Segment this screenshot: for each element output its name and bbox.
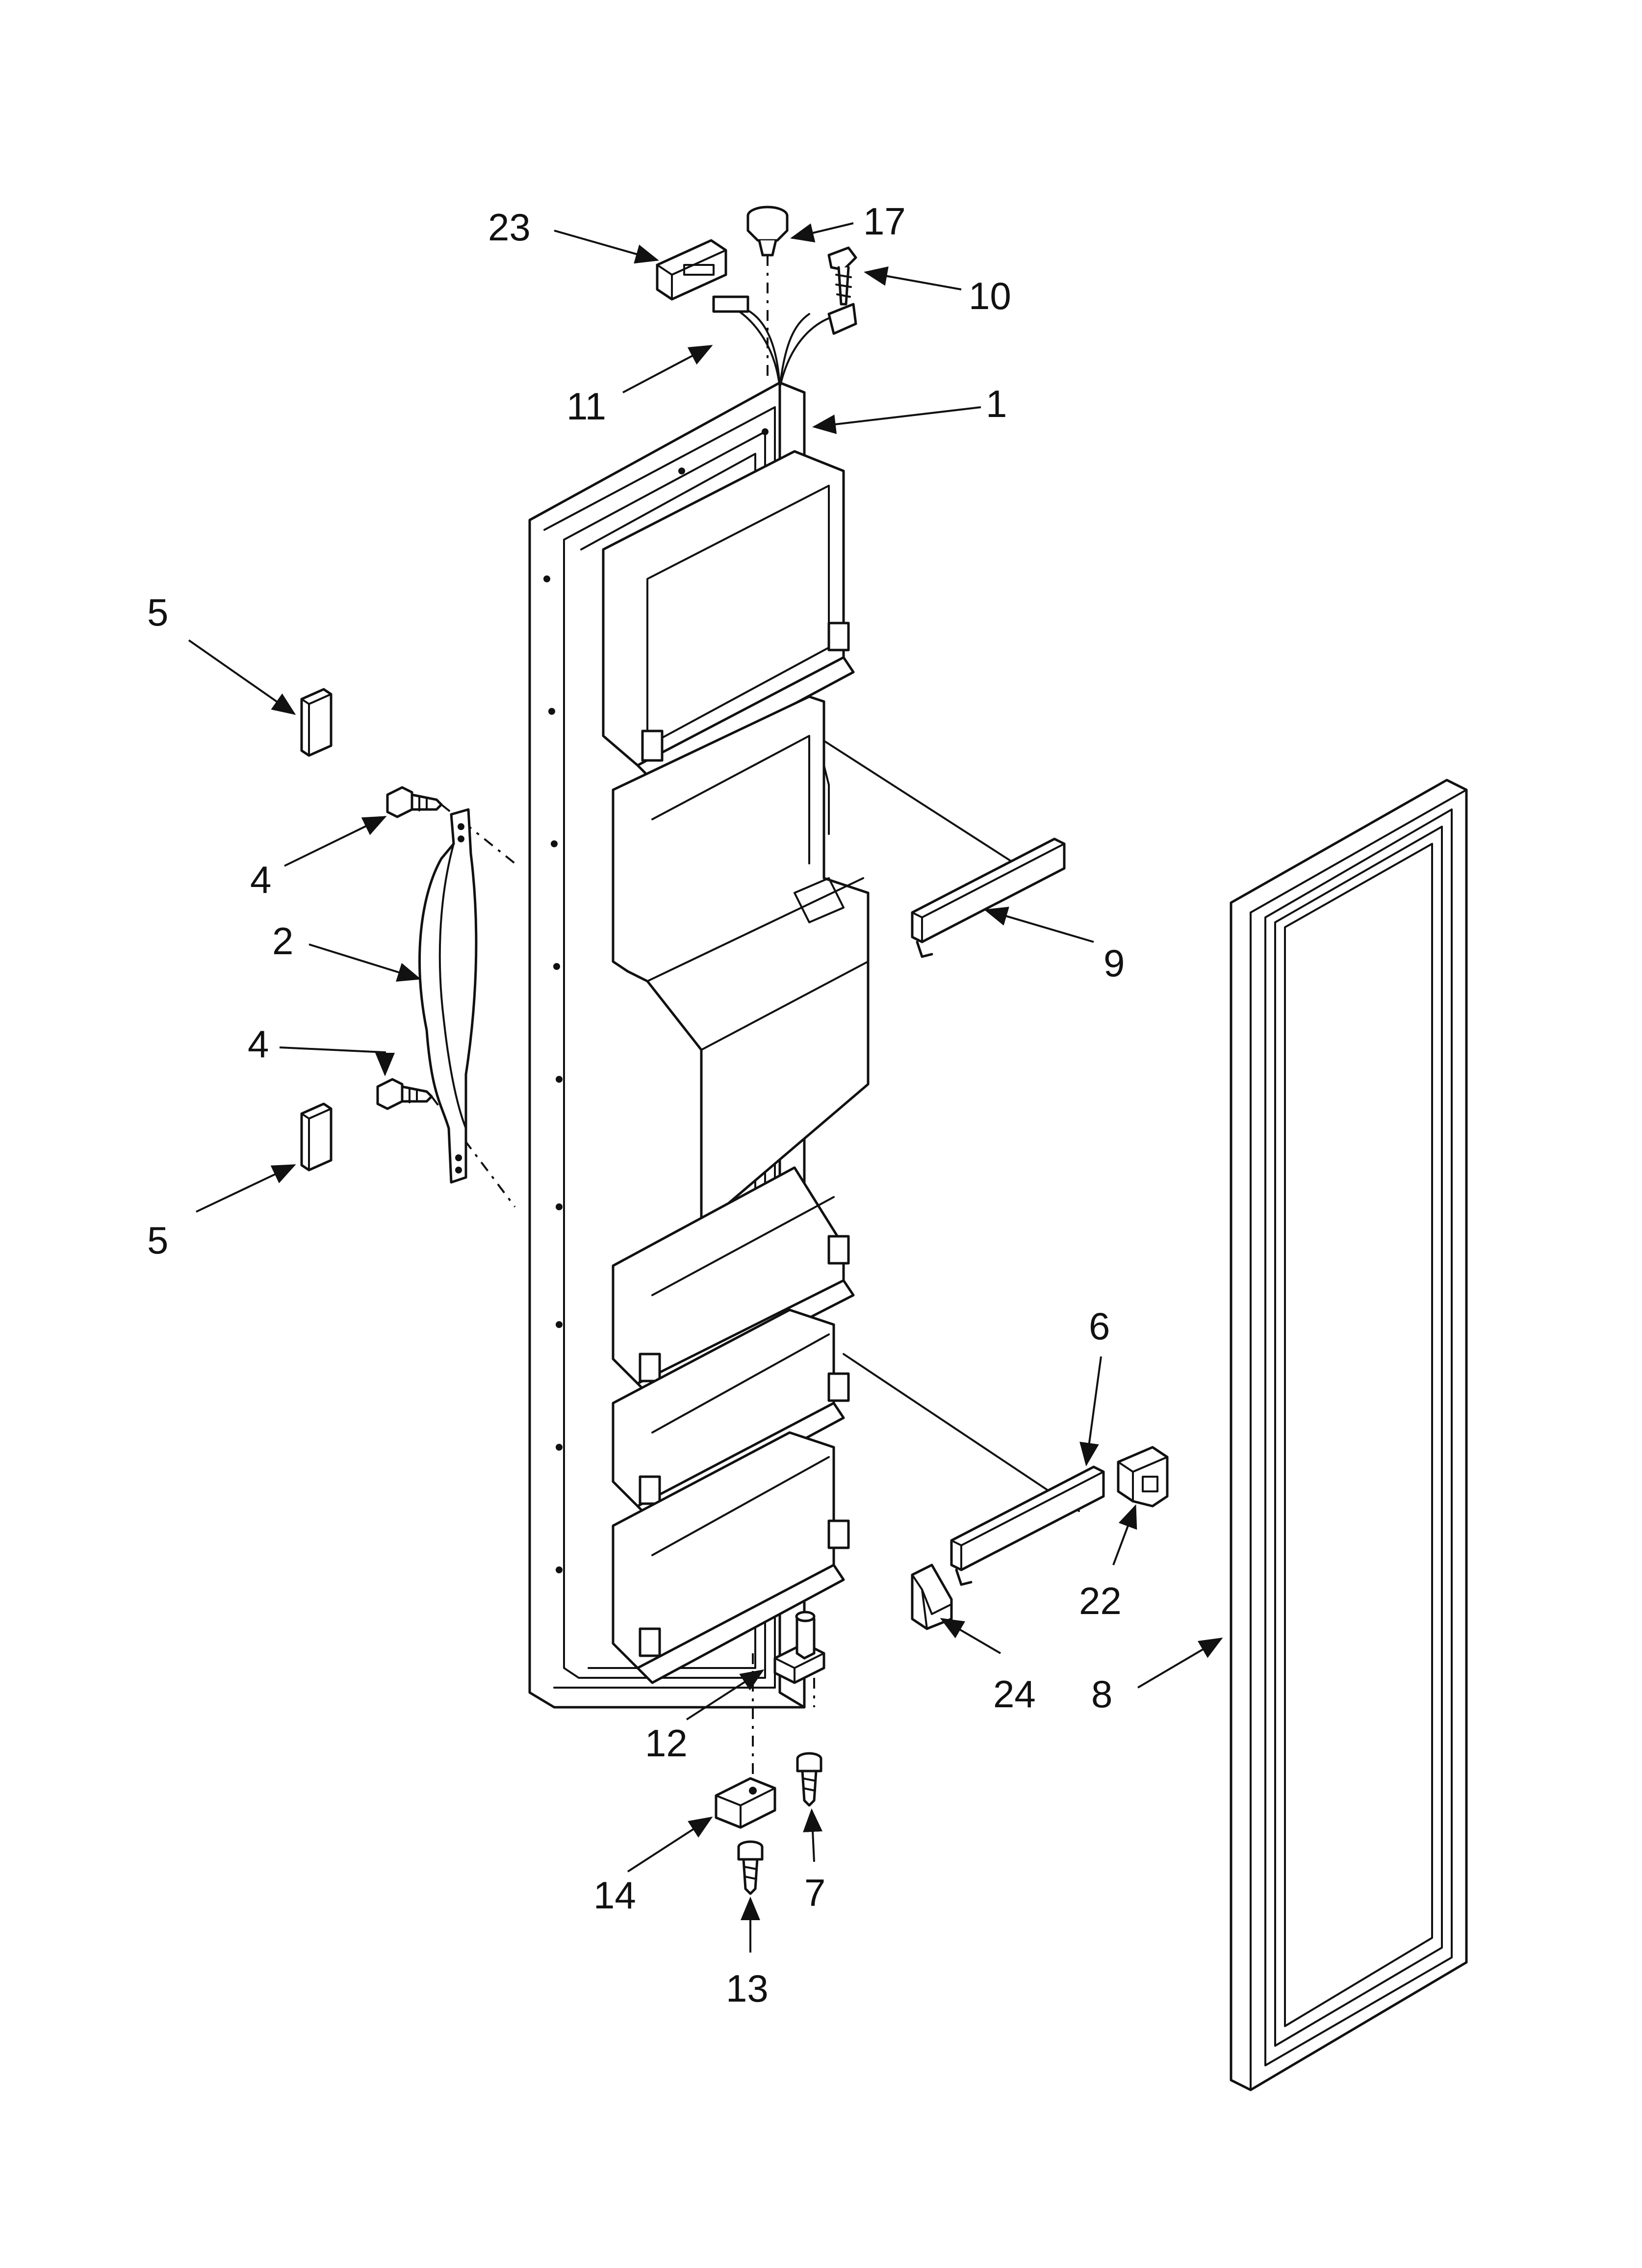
callout-2: 2 bbox=[272, 919, 293, 963]
part-2-handle bbox=[418, 808, 478, 1184]
callout-12: 12 bbox=[645, 1721, 688, 1765]
callout-5-lower: 5 bbox=[147, 1219, 168, 1262]
callout-11: 11 bbox=[566, 385, 606, 428]
callout-23: 23 bbox=[488, 206, 531, 249]
callout-14: 14 bbox=[593, 1874, 636, 1917]
callout-7: 7 bbox=[804, 1871, 825, 1914]
part-6-rail bbox=[950, 1465, 1105, 1586]
part-4-screw-upper bbox=[386, 786, 516, 864]
callout-17: 17 bbox=[863, 200, 906, 243]
callout-1: 1 bbox=[986, 382, 1007, 425]
callout-13: 13 bbox=[726, 1967, 769, 2010]
part-5-clip-upper bbox=[300, 688, 333, 757]
part-22-bracket bbox=[1117, 1446, 1169, 1508]
callout-5-upper: 5 bbox=[147, 591, 168, 634]
callout-8: 8 bbox=[1091, 1672, 1112, 1716]
part-12-hinge bbox=[773, 1611, 825, 1707]
callout-4-upper: 4 bbox=[250, 858, 271, 901]
part-14-hinge-block bbox=[715, 1777, 776, 1829]
part-10-screw bbox=[827, 246, 857, 335]
callout-6: 6 bbox=[1089, 1304, 1110, 1348]
leader-lines bbox=[188, 222, 1223, 1953]
callout-9: 9 bbox=[1103, 941, 1125, 985]
door-assembly bbox=[528, 295, 870, 1709]
callout-22: 22 bbox=[1079, 1579, 1122, 1622]
part-23-connector bbox=[656, 239, 727, 301]
part-9-rail bbox=[911, 837, 1066, 958]
part-13-screw bbox=[737, 1840, 764, 1895]
part-24-bracket bbox=[911, 1564, 953, 1630]
part-8-gasket bbox=[1230, 779, 1468, 2091]
door-holes bbox=[543, 428, 769, 1573]
part-17-switch bbox=[746, 206, 789, 383]
part-5-clip-lower bbox=[300, 1102, 333, 1172]
part-4-screw-lower bbox=[376, 1078, 516, 1208]
callout-24: 24 bbox=[993, 1672, 1036, 1716]
callout-labels: 23 17 10 11 1 5 4 2 9 4 5 6 22 24 8 12 1… bbox=[147, 200, 1125, 2010]
part-7-screw bbox=[796, 1752, 822, 1807]
callout-4-lower: 4 bbox=[248, 1022, 269, 1066]
callout-10: 10 bbox=[969, 274, 1011, 317]
